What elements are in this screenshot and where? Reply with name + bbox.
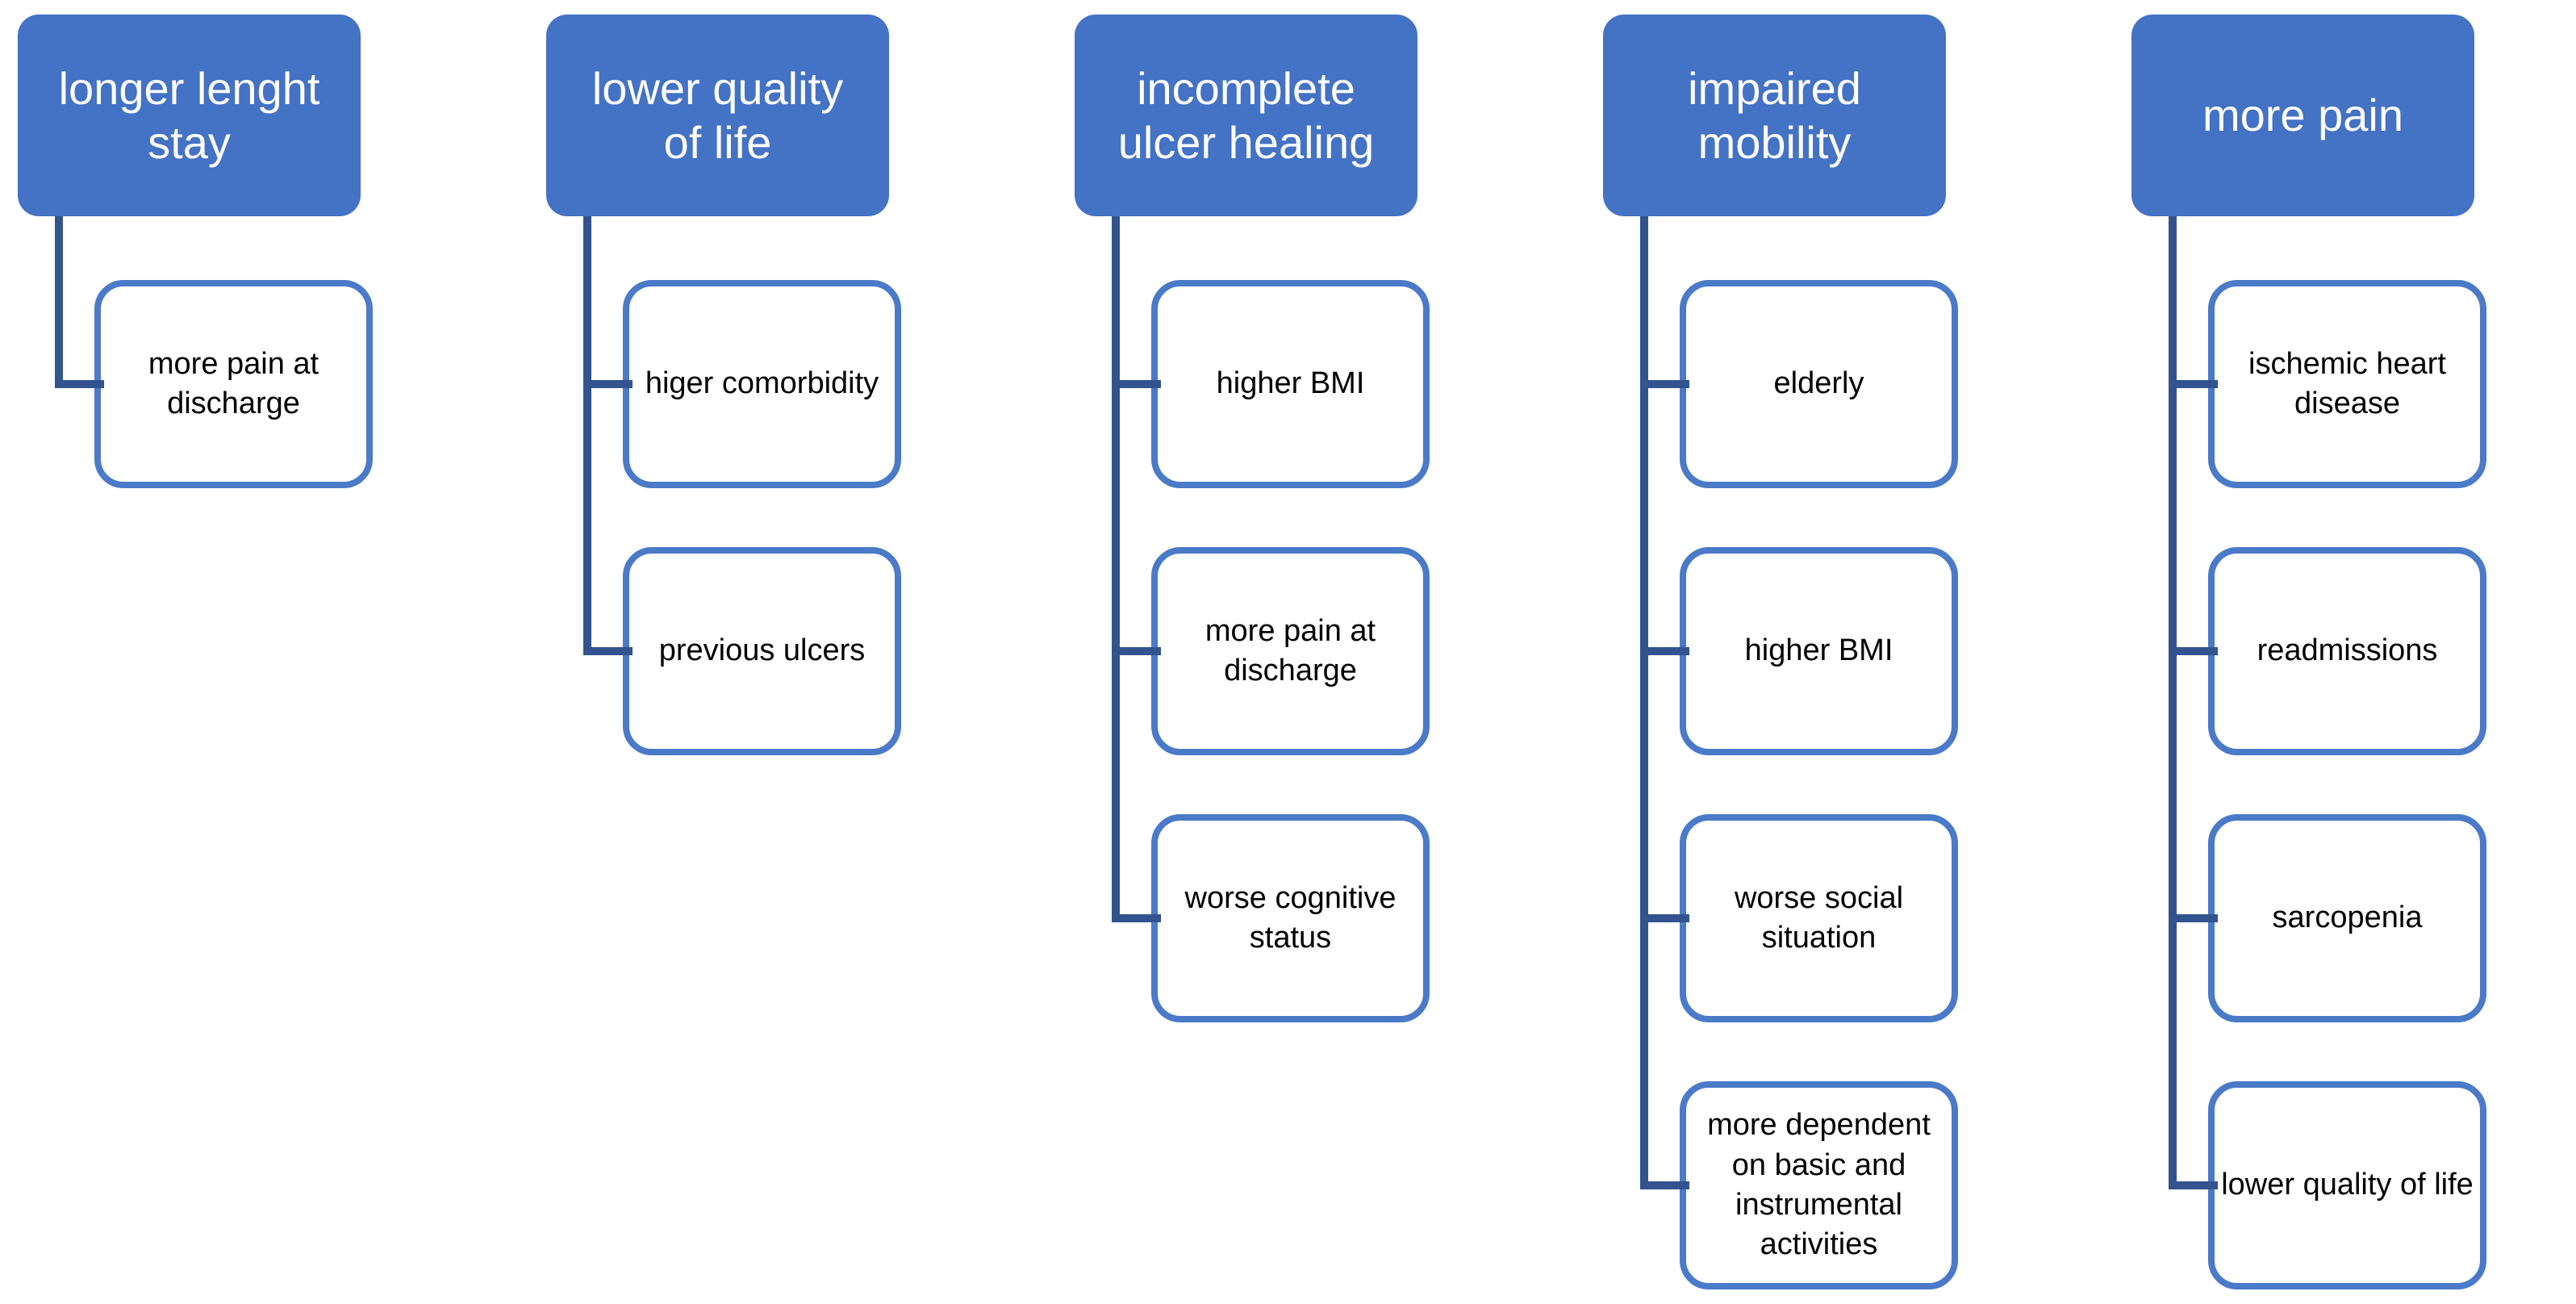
connector-stub [2177, 1181, 2218, 1189]
connector-stub [591, 380, 633, 388]
connector-stub [63, 380, 104, 388]
child-box: lower quality of life [2177, 1081, 2486, 1289]
connector-stub [1648, 914, 1689, 922]
connector-stub [1120, 380, 1161, 388]
connector-vline [1112, 216, 1120, 922]
column-impaired-mobility: impaired mobility elderly higher BMI wor… [1603, 0, 1982, 1304]
header-box: impaired mobility [1603, 15, 1946, 216]
child-box: previous ulcers [591, 547, 901, 755]
child-box: higher BMI [1120, 280, 1430, 488]
column-incomplete-ulcer-healing: incomplete ulcer healing higher BMI more… [1075, 0, 1454, 1304]
connector-stub [2177, 647, 2218, 655]
child-box: ischemic heart disease [2177, 280, 2486, 488]
child-box: higer comorbidity [591, 280, 901, 488]
connector-stub [1120, 647, 1161, 655]
child-box: more pain at discharge [1120, 547, 1430, 755]
connector-stub [591, 647, 633, 655]
child-label: sarcopenia [2272, 901, 2423, 935]
connector-vline [583, 216, 591, 655]
header-box: lower quality of life [546, 15, 889, 216]
child-label: more pain at discharge [148, 346, 319, 420]
child-label: more pain at discharge [1204, 613, 1376, 688]
connector-stub [1648, 380, 1689, 388]
connector-stub [1648, 647, 1689, 655]
connector-vline [2169, 216, 2177, 1189]
connector-vline [1640, 216, 1648, 1189]
column-lower-quality-of-life: lower quality of life higer comorbidity … [546, 0, 925, 1304]
child-label: lower quality of life [2221, 1168, 2474, 1202]
child-box: sarcopenia [2177, 814, 2486, 1022]
child-label: previous ulcers [658, 633, 866, 668]
header-label: more pain [2202, 90, 2404, 141]
connector-stub [2177, 380, 2218, 388]
connector-vline [55, 216, 63, 388]
header-box: more pain [2131, 15, 2474, 216]
child-label: readmissions [2257, 633, 2438, 668]
child-label: higher BMI [1744, 633, 1893, 668]
child-label: higher BMI [1216, 366, 1365, 401]
child-label: ischemic heart disease [2248, 346, 2446, 420]
child-box: elderly [1648, 280, 1958, 488]
header-box: incomplete ulcer healing [1075, 15, 1417, 216]
child-box: readmissions [2177, 547, 2486, 755]
child-box: worse social situation [1648, 814, 1958, 1022]
child-label: more dependent on basic and instrumental… [1707, 1108, 1931, 1262]
header-label: incomplete ulcer healing [1117, 62, 1375, 168]
child-box: more pain at discharge [63, 280, 373, 488]
child-label: elderly [1773, 366, 1864, 401]
child-box: higher BMI [1648, 547, 1958, 755]
connector-stub [2177, 914, 2218, 922]
header-box: longer lenght stay [18, 15, 361, 216]
header-label: impaired mobility [1688, 62, 1861, 168]
connector-stub [1120, 914, 1161, 922]
column-longer-lenght-stay: longer lenght stay more pain at discharg… [18, 0, 397, 1304]
child-label: worse cognitive status [1184, 880, 1397, 955]
header-label: lower quality of life [591, 62, 844, 168]
child-label: worse social situation [1734, 880, 1904, 955]
connector-stub [1648, 1181, 1689, 1189]
child-box: more dependent on basic and instrumental… [1648, 1081, 1958, 1289]
child-box: worse cognitive status [1120, 814, 1430, 1022]
column-more-pain: more pain ischemic heart disease readmis… [2131, 0, 2511, 1304]
child-label: higer comorbidity [645, 366, 879, 401]
header-label: longer lenght stay [58, 62, 320, 168]
